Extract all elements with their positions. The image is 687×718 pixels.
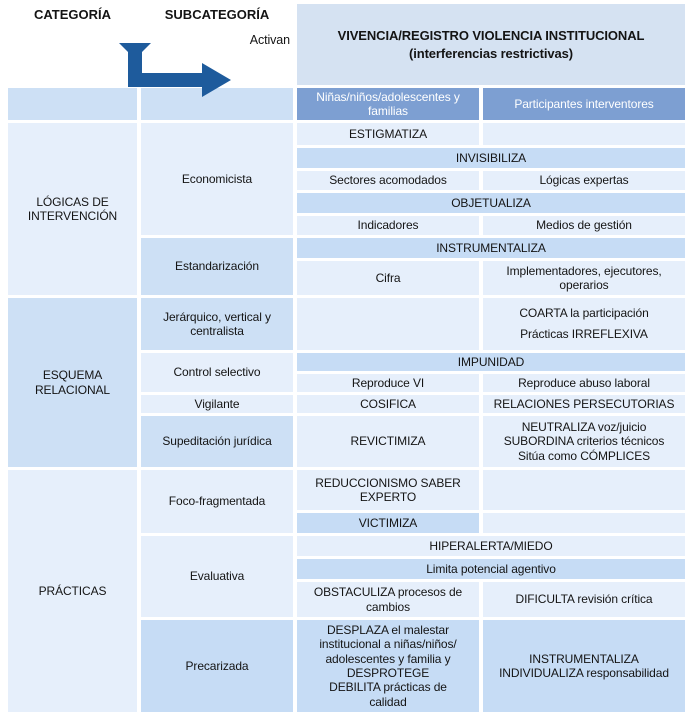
cell-reduccionismo-saber-experto: REDUCCIONISMO SABER EXPERTO — [297, 470, 479, 510]
column-header-subcategoria: SUBCATEGORÍA — [141, 4, 293, 26]
cell-reproduce-abuso-laboral: Reproduce abuso laboral — [483, 374, 685, 392]
cell-empty-reduccionismo-right — [483, 470, 685, 510]
subcategory-evaluativa: Evaluativa — [141, 536, 293, 617]
cell-indicadores: Indicadores — [297, 216, 479, 235]
cell-reproduce-vi: Reproduce VI — [297, 374, 479, 392]
subcategory-foco-fragmentada: Foco-fragmentada — [141, 470, 293, 533]
cell-estigmatiza: ESTIGMATIZA — [297, 123, 479, 145]
cell-dificulta-revision-critica: DIFICULTA revisión crítica — [483, 582, 685, 617]
cell-objetualiza: OBJETUALIZA — [297, 193, 685, 213]
cell-instrumentaliza: INSTRUMENTALIZA — [297, 238, 685, 258]
title: VIVENCIA/REGISTRO VIOLENCIA INSTITUCIONA… — [337, 27, 645, 43]
category-esquema-relacional: ESQUEMA RELACIONAL — [8, 298, 137, 467]
subcategory-supeditacion-juridica: Supeditación jurídica — [141, 416, 293, 467]
column-header-participants: Participantes interventores — [483, 88, 685, 120]
activan-label: Activan — [141, 29, 293, 85]
cell-sectores-acomodados: Sectores acomodados — [297, 171, 479, 190]
cell-implementadores: Implementadores, ejecutores, operarios — [483, 261, 685, 295]
subtitle: (interferencias restrictivas) — [408, 45, 573, 61]
cell-empty-jerarquico-left — [297, 298, 479, 350]
band-cell-subcategory — [141, 88, 293, 120]
category-logicas-de-intervencion: LÓGICAS DE INTERVENCIÓN — [8, 123, 137, 295]
title-box: VIVENCIA/REGISTRO VIOLENCIA INSTITUCIONA… — [297, 4, 685, 85]
subcategory-control-selectivo: Control selectivo — [141, 353, 293, 392]
cell-medios-de-gestion: Medios de gestión — [483, 216, 685, 235]
column-header-families: Niñas/niños/adolescentes y familias — [297, 88, 479, 120]
cell-coarta-irreflexiva: COARTA la participación Prácticas IRREFL… — [483, 298, 685, 350]
cell-neutraliza-subordina: NEUTRALIZA voz/juicio SUBORDINA criterio… — [483, 416, 685, 467]
subcategory-estandarizacion: Estandarización — [141, 238, 293, 295]
cell-empty-estigmatiza-right — [483, 123, 685, 145]
column-header-categoria: CATEGORÍA — [8, 4, 137, 26]
cell-invisibiliza: INVISIBILIZA — [297, 148, 685, 168]
cell-limita-potencial-agentivo: Limita potencial agentivo — [297, 559, 685, 579]
cell-victimiza: VICTIMIZA — [297, 513, 479, 533]
cell-obstaculiza-procesos: OBSTACULIZA procesos de cambios — [297, 582, 479, 617]
cell-empty-victimiza-right — [483, 513, 685, 533]
cell-desplaza-desprotege-debilita: DESPLAZA el malestar institucional a niñ… — [297, 620, 479, 712]
cell-impunidad: IMPUNIDAD — [297, 353, 685, 371]
cell-relaciones-persecutorias: RELACIONES PERSECUTORIAS — [483, 395, 685, 413]
cell-cifra: Cifra — [297, 261, 479, 295]
category-practicas: PRÁCTICAS — [8, 470, 137, 712]
subcategory-jerarquico: Jerárquico, vertical y centralista — [141, 298, 293, 350]
cell-hiperalerta-miedo: HIPERALERTA/MIEDO — [297, 536, 685, 556]
subcategory-vigilante: Vigilante — [141, 395, 293, 413]
cell-logicas-expertas: Lógicas expertas — [483, 171, 685, 190]
cell-cosifica: COSIFICA — [297, 395, 479, 413]
cell-instrumentaliza-individualiza: INSTRUMENTALIZA INDIVIDUALIZA responsabi… — [483, 620, 685, 712]
subcategory-economicista: Economicista — [141, 123, 293, 235]
cell-revictimiza: REVICTIMIZA — [297, 416, 479, 467]
subcategory-precarizada: Precarizada — [141, 620, 293, 712]
band-cell-category — [8, 88, 137, 120]
